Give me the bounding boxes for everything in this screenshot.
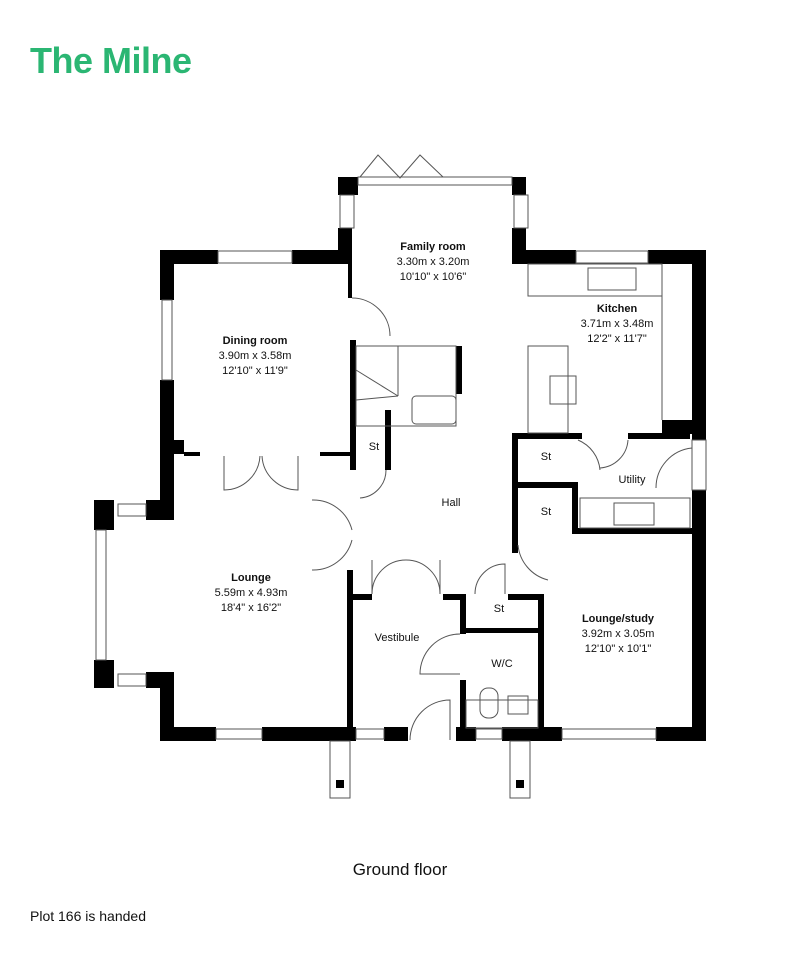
- room-kitchen: Kitchen 3.71m x 3.48m 12'2" x 11'7": [581, 302, 654, 347]
- label-store-utility-bottom: St: [540, 506, 552, 518]
- room-imperial: 10'10" x 10'6": [399, 271, 467, 283]
- room-imperial: 12'2" x 11'7": [587, 333, 647, 345]
- room-metric: 3.71m x 3.48m: [580, 318, 654, 330]
- label-wc: W/C: [491, 658, 513, 670]
- room-imperial: 12'10" x 10'1": [584, 643, 652, 655]
- room-metric: 3.92m x 3.05m: [581, 628, 655, 640]
- room-name: Lounge/study: [581, 613, 655, 625]
- label-store-stairs: St: [368, 441, 380, 453]
- page-title: The Milne: [30, 40, 192, 81]
- room-lounge-study: Lounge/study 3.92m x 3.05m 12'10" x 10'1…: [582, 612, 655, 657]
- fixtures: [95, 154, 707, 799]
- floor-caption: Ground floor: [352, 860, 448, 879]
- room-imperial: 18'4" x 16'2": [220, 602, 282, 614]
- room-metric: 3.90m x 3.58m: [218, 350, 292, 362]
- label-store-vestibule: St: [493, 603, 505, 615]
- room-metric: 3.30m x 3.20m: [396, 256, 470, 268]
- label-vestibule: Vestibule: [374, 632, 420, 644]
- label-hall: Hall: [441, 497, 461, 509]
- room-metric: 5.59m x 4.93m: [214, 587, 288, 599]
- room-name: Lounge: [231, 572, 271, 584]
- label-store-utility-top: St: [540, 451, 552, 463]
- room-name: Dining room: [222, 335, 288, 347]
- room-name: Family room: [400, 241, 466, 253]
- room-name: Kitchen: [596, 303, 638, 315]
- room-dining: Dining room 3.90m x 3.58m 12'10" x 11'9": [219, 334, 292, 379]
- room-family: Family room 3.30m x 3.20m 10'10" x 10'6": [397, 240, 470, 285]
- room-imperial: 12'10" x 11'9": [222, 365, 288, 377]
- label-utility: Utility: [618, 474, 646, 486]
- handed-note: Plot 166 is handed: [30, 908, 146, 924]
- room-lounge: Lounge 5.59m x 4.93m 18'4" x 16'2": [215, 571, 288, 616]
- walls: [94, 177, 706, 741]
